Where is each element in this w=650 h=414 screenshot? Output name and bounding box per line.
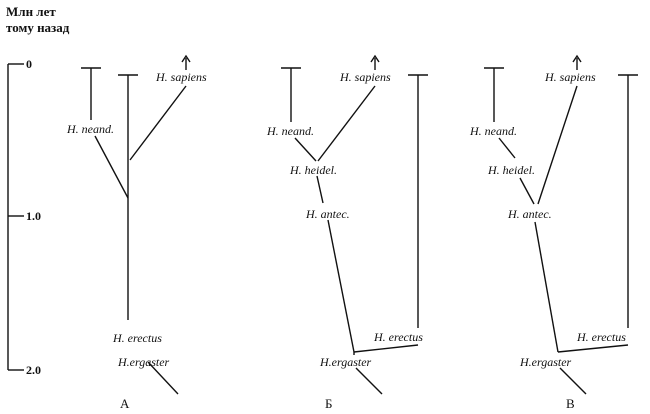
sapiens-branch — [317, 85, 376, 162]
sapiens-arrow-icon — [370, 54, 380, 63]
taxon-heidel: H. heidel. — [289, 163, 337, 177]
panel-label-a: А — [120, 396, 130, 411]
taxon-sapiens: H. sapiens — [155, 70, 207, 84]
tree-a: H. sapiens H. neand. H. erectus H.ergast… — [66, 54, 207, 411]
tick-label-0: 0 — [26, 57, 32, 71]
tick-label-1: 1.0 — [26, 209, 41, 223]
neand-branch — [94, 135, 129, 199]
taxon-neand: H. neand. — [266, 124, 314, 138]
taxon-neand: H. neand. — [469, 124, 517, 138]
heidel-antec-link — [316, 175, 324, 204]
heidel-antec-link — [519, 177, 535, 205]
panel-label-b: Б — [325, 396, 332, 411]
sapiens-arrow-icon — [572, 54, 582, 63]
ergaster-root — [355, 367, 383, 395]
axis-title-line1: Млн лет — [6, 4, 56, 19]
taxon-ergaster: H.ergaster — [319, 355, 372, 369]
panel-label-v: В — [566, 396, 575, 411]
taxon-erectus: H. erectus — [112, 331, 162, 345]
erectus-junction — [557, 344, 629, 353]
taxon-erectus: H. erectus — [576, 330, 626, 344]
taxon-ergaster: H.ergaster — [117, 355, 170, 369]
taxon-erectus: H. erectus — [373, 330, 423, 344]
time-scale: 0 1.0 2.0 — [7, 57, 41, 377]
tick-label-2: 2.0 — [26, 363, 41, 377]
neand-branch — [498, 137, 516, 159]
axis-title-line2: тому назад — [6, 20, 70, 35]
neand-branch — [294, 137, 317, 162]
taxon-antec: H. antec. — [507, 207, 552, 221]
sapiens-branch — [537, 85, 578, 205]
ergaster-root — [147, 361, 179, 395]
tree-b: H. sapiens H. neand. H. heidel. H. antec… — [266, 54, 428, 411]
tree-v: H. sapiens H. neand. H. heidel. H. antec… — [469, 54, 638, 411]
antec-stem — [534, 221, 559, 353]
taxon-ergaster: H.ergaster — [519, 355, 572, 369]
sapiens-branch — [129, 85, 187, 161]
taxon-antec: H. antec. — [305, 207, 350, 221]
sapiens-arrow-icon — [181, 54, 191, 63]
ergaster-root — [559, 367, 587, 395]
taxon-neand: H. neand. — [66, 122, 114, 136]
taxon-sapiens: H. sapiens — [339, 70, 391, 84]
taxon-sapiens: H. sapiens — [544, 70, 596, 84]
antec-stem — [327, 219, 355, 353]
taxon-heidel: H. heidel. — [487, 163, 535, 177]
erectus-junction — [353, 344, 419, 353]
